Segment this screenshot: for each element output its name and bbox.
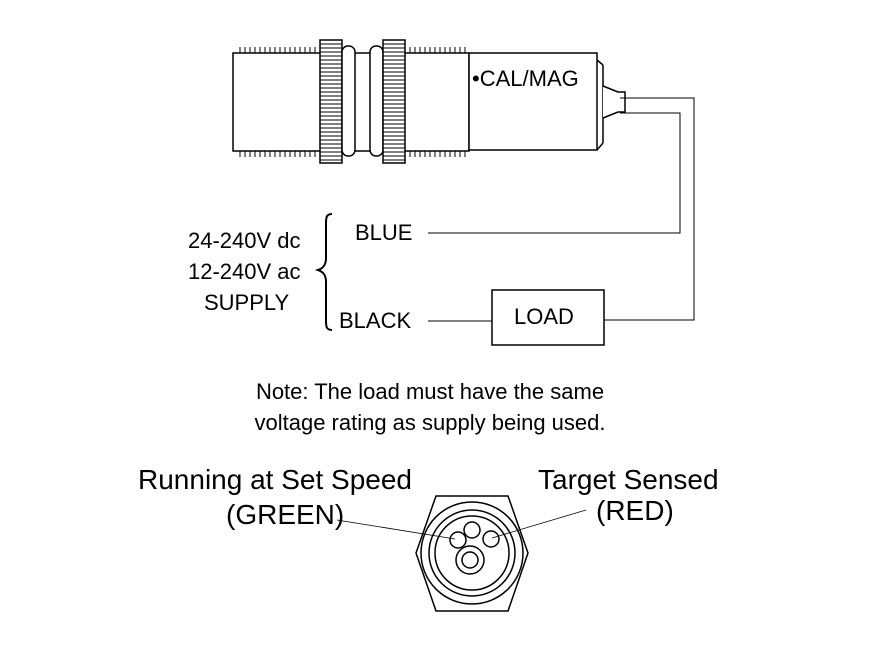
led-center-top — [463, 521, 481, 539]
leader-green — [336, 519, 456, 540]
thread-marks — [239, 47, 466, 157]
lens-ring — [434, 515, 510, 591]
note-line-1: Note: The load must have the same — [255, 379, 605, 404]
black-wire-label: BLACK — [339, 308, 412, 333]
led-red — [482, 530, 500, 548]
supply-dc-label: 24-240V dc — [188, 228, 301, 253]
supply-label: SUPPLY — [204, 290, 290, 315]
cable-gland — [602, 85, 626, 119]
sensor-body — [232, 39, 626, 164]
washer-right — [369, 45, 384, 157]
red-led-title: Target Sensed — [538, 464, 719, 495]
blue-wire-label: BLUE — [355, 220, 413, 245]
washer-left — [341, 45, 356, 157]
nut-knurling — [320, 43, 405, 161]
cal-mag-label: •CAL/MAG — [472, 66, 579, 91]
led-green — [449, 531, 467, 549]
lock-nut-right — [382, 39, 406, 164]
hex-nut — [415, 495, 529, 612]
note-line-2: voltage rating as supply being used. — [254, 410, 606, 435]
wire-outer — [604, 97, 695, 321]
green-led-title: Running at Set Speed — [138, 464, 412, 495]
cable-wires — [428, 97, 695, 322]
supply-ac-label: 12-240V ac — [188, 259, 301, 284]
load-box — [491, 289, 605, 346]
inner-ring — [428, 509, 516, 597]
lock-nut-left — [319, 39, 343, 164]
wire-inner — [428, 112, 681, 234]
supply-brace — [314, 213, 333, 331]
led-indicator-rear-view — [415, 495, 529, 612]
outer-ring — [420, 501, 524, 605]
connector-inner — [461, 551, 479, 569]
connector-outer — [455, 545, 485, 575]
red-led-color: (RED) — [596, 495, 674, 526]
green-led-color: (GREEN) — [226, 499, 345, 530]
leader-red — [491, 509, 587, 539]
rear-housing — [468, 52, 598, 151]
load-label: LOAD — [514, 304, 574, 329]
